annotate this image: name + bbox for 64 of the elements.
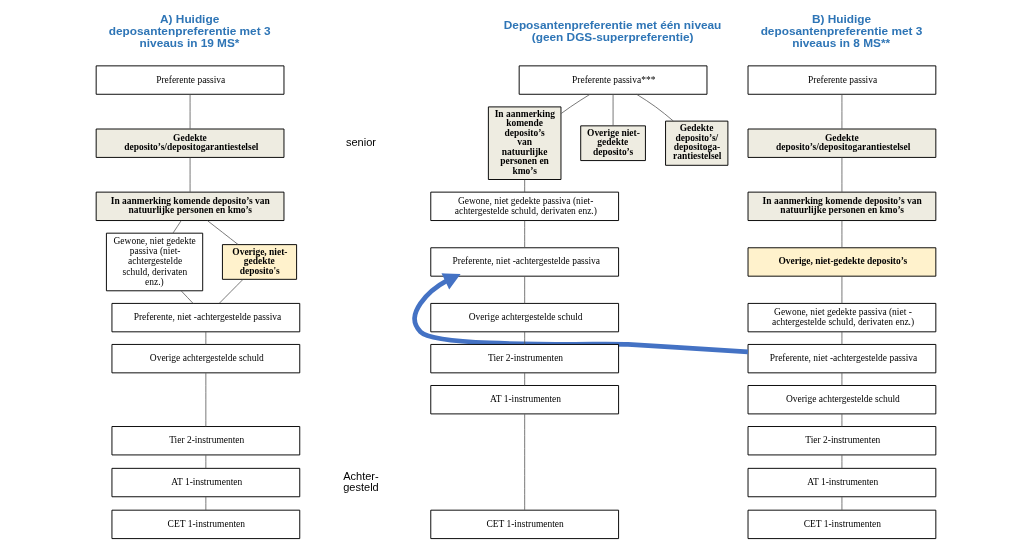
connector <box>189 94 191 130</box>
label: senior <box>345 136 376 149</box>
node-box: AT 1-instrumenten <box>747 467 937 498</box>
node-box: Overige niet- gedekte deposito’s <box>580 125 646 162</box>
label: Deposantenpreferentie met één niveau (geen DGS-superpreferentie) <box>503 18 722 45</box>
connector <box>205 372 207 427</box>
node-box: In aanmerking komende deposito’s van natuurlijke personen en kmo’s <box>747 191 937 222</box>
connector <box>841 94 843 130</box>
node-box: Preferente, niet -achtergestelde passiva <box>111 302 301 333</box>
node-box: AT 1-instrumenten <box>111 467 301 498</box>
node-box: Overige achtergestelde schuld <box>430 302 620 333</box>
connector <box>205 454 207 469</box>
connector <box>612 94 614 127</box>
node-box: In aanmerking komende deposito’s van natuurlijke personen en kmo’s <box>95 191 285 222</box>
connector <box>841 331 843 345</box>
node-box: Overige achtergestelde schuld <box>111 343 301 374</box>
connector <box>205 331 207 345</box>
connector <box>841 220 843 249</box>
node-box: Preferente, niet -achtergestelde passiva <box>430 247 620 277</box>
node-box: CET 1-instrumenten <box>747 509 937 540</box>
connector <box>189 157 191 193</box>
connector <box>205 496 207 511</box>
label: A) Huidige deposantenpreferentie met 3 niveaus in 19 MS* <box>108 12 271 50</box>
node-box: Tier 2-instrumenten <box>430 343 620 374</box>
node-box: Preferente passiva <box>95 65 285 95</box>
arrow <box>412 273 749 355</box>
connector <box>172 220 182 234</box>
node-box: Overige, niet-gedekte deposito's <box>221 244 298 280</box>
connector <box>207 220 239 245</box>
label: Achter- gesteld <box>343 469 379 494</box>
node-box: Gedekte deposito’s/depositogarantiestelsel <box>747 128 937 158</box>
connector <box>841 413 843 427</box>
connector <box>524 220 526 249</box>
node-box: Overige achtergestelde schuld <box>747 385 937 415</box>
node-box: Gedekte deposito’s/depositogarantiestelsel <box>95 128 285 158</box>
connector <box>841 372 843 386</box>
connector <box>841 276 843 304</box>
node-box: Overige, niet-gedekte deposito’s <box>747 247 937 277</box>
node-box: Gewone, niet gedekte passiva (niet - achtergestelde schuld, derivaten enz.) <box>747 302 937 333</box>
node-box: Gedekte deposito’s/ depositoga- rantiestelsel <box>665 120 729 166</box>
node-box: Gewone, niet gedekte passiva (niet-achtergestelde schuld, derivaten enz.) <box>105 232 204 292</box>
connector <box>841 157 843 193</box>
node-box: CET 1-instrumenten <box>111 509 301 540</box>
connector <box>524 179 526 193</box>
connector <box>524 331 526 345</box>
connector <box>636 94 674 122</box>
connector <box>524 372 526 386</box>
node-box: Gewone, niet gedekte passiva (niet- achtergestelde schuld, derivaten enz.) <box>430 191 620 222</box>
connector <box>181 290 194 304</box>
connector <box>524 413 526 511</box>
label: B) Huidige deposantenpreferentie met 3 niveaus in 8 MS** <box>760 12 923 50</box>
node-box: CET 1-instrumenten <box>430 509 620 540</box>
node-box: Preferente passiva*** <box>518 65 708 95</box>
node-box: Preferente passiva <box>747 65 937 95</box>
node-box: AT 1-instrumenten <box>430 385 620 415</box>
node-box: Preferente, niet -achtergestelde passiva <box>747 343 937 374</box>
connector <box>560 93 591 114</box>
connector <box>524 276 526 304</box>
node-box: Tier 2-instrumenten <box>111 426 301 456</box>
connector <box>841 496 843 511</box>
connector <box>841 454 843 469</box>
connector <box>219 279 244 304</box>
node-box: In aanmerking komende deposito’s van natuurlijke personen en kmo’s <box>487 106 562 180</box>
node-box: Tier 2-instrumenten <box>747 426 937 456</box>
